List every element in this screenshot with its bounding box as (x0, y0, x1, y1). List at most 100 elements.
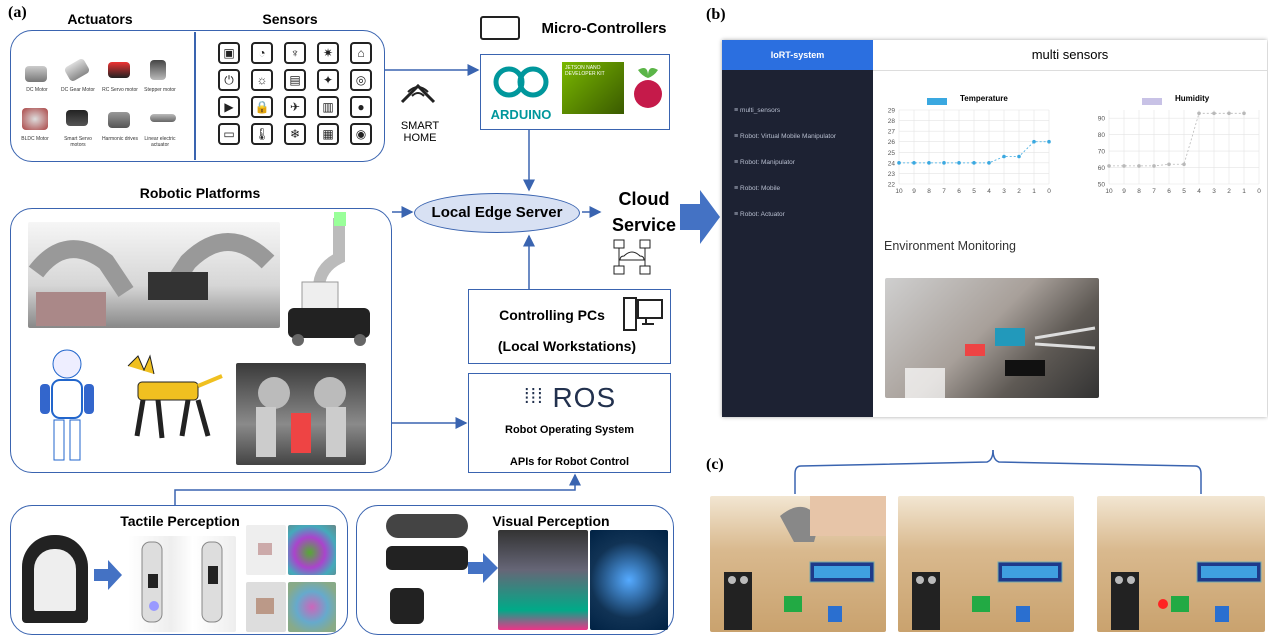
sidebar-item-multi-sensors[interactable]: multi_sensors (734, 107, 780, 114)
environment-monitoring-title: Environment Monitoring (884, 239, 1017, 253)
x-tick-label: 8 (1137, 188, 1141, 195)
data-point (972, 161, 976, 165)
tactile-object-photo (246, 525, 286, 575)
x-tick-label: 3 (1002, 188, 1006, 195)
actuator-label: Linear electric actuator (144, 136, 176, 148)
dashboard-brand[interactable]: IoRT-system (722, 40, 873, 70)
x-tick-label: 0 (1047, 188, 1051, 195)
y-tick-label: 90 (1098, 116, 1106, 123)
x-tick-label: 8 (927, 188, 931, 195)
y-tick-label: 25 (888, 150, 896, 157)
phone-sensor-icon: ▣ (218, 42, 240, 64)
edge-server-label: Local Edge Server (431, 204, 563, 221)
tactile-sensor-image (22, 535, 88, 623)
actuator-label: DC Gear Motor (61, 87, 95, 93)
dashboard-header: multi sensors (873, 40, 1267, 71)
x-tick-label: 1 (1242, 188, 1246, 195)
y-tick-label: 26 (888, 139, 896, 146)
smart-home-board-photo (1097, 496, 1265, 632)
small-camera-image (390, 588, 424, 624)
x-tick-label: 4 (1197, 188, 1201, 195)
mobile-robot-photo (284, 212, 374, 347)
data-point (1182, 162, 1186, 167)
data-point (1152, 164, 1156, 168)
pointcloud-photo (590, 530, 668, 630)
rc-servo-image (108, 62, 130, 78)
data-point (1212, 111, 1216, 116)
y-tick-label: 50 (1098, 182, 1106, 189)
visual-arrow (468, 553, 498, 588)
gas-sensor-icon: ◎ (350, 69, 372, 91)
bulb-sensor-icon: ☼ (251, 69, 273, 91)
raspberry-pi-logo (630, 62, 666, 114)
stereo-camera-image (386, 546, 468, 570)
snowflake-sensor-icon: ❄ (284, 123, 306, 145)
smart-home-board-photo (710, 496, 886, 632)
smart-servo-image (66, 110, 88, 126)
x-tick-label: 1 (1032, 188, 1036, 195)
data-point (1227, 111, 1231, 116)
y-tick-label: 70 (1098, 149, 1106, 156)
smoke-sensor-icon: ◉ (350, 123, 372, 145)
sidebar-item-actuator[interactable]: Robot: Actuator (734, 211, 785, 218)
dual-arm-robot-photo (236, 363, 366, 465)
tactile-finger-photos (128, 536, 236, 632)
data-point (1137, 164, 1141, 168)
chip-icon (480, 16, 520, 40)
sensors-title: Sensors (262, 11, 318, 27)
segmentation-photo (498, 530, 588, 630)
y-tick-label: 80 (1098, 132, 1106, 139)
temperature-chart-title: Temperature (960, 94, 1008, 103)
connector-lines (174, 64, 602, 505)
smart-home-board-photo (898, 496, 1074, 632)
tactile-image-1 (288, 525, 336, 575)
parking-sensor-icon: ▤ (284, 69, 306, 91)
sidebar-item-manipulator[interactable]: Robot: Manipulator (734, 159, 795, 166)
harmonic-drive-image (108, 112, 130, 128)
actuator-label: Harmonic drives (101, 136, 139, 142)
lock-sensor-icon: 🔒 (251, 96, 273, 118)
x-tick-label: 2 (1017, 188, 1021, 195)
micro-controllers-title: Micro-Controllers (541, 20, 667, 37)
bldc-motor-image (22, 108, 48, 130)
sidebar-item-virtual-mobile-manipulator[interactable]: Robot: Virtual Mobile Manipulator (734, 133, 836, 140)
data-point (1002, 154, 1006, 159)
data-point (1047, 139, 1051, 144)
y-tick-label: 28 (888, 118, 896, 125)
data-point (897, 161, 901, 165)
y-tick-label: 23 (888, 171, 896, 178)
data-point (987, 161, 991, 165)
network-icon (612, 238, 652, 278)
data-point (912, 161, 916, 165)
nao-robot-photo (36, 348, 98, 468)
x-tick-label: 7 (1152, 188, 1156, 195)
data-point (1107, 164, 1111, 168)
tactile-image-2 (288, 582, 336, 632)
panel-label-a: (a) (8, 4, 27, 21)
linear-actuator-image (150, 114, 176, 122)
data-point (942, 161, 946, 165)
workstation-icon (622, 296, 664, 334)
ros-description: Robot Operating System (505, 424, 634, 436)
x-tick-label: 10 (1105, 188, 1113, 195)
tactile-arrow (94, 560, 122, 595)
y-tick-label: 60 (1098, 165, 1106, 172)
sidebar-item-mobile[interactable]: Robot: Mobile (734, 185, 780, 192)
humidity-legend-swatch (1142, 98, 1162, 105)
y-tick-label: 29 (888, 108, 896, 115)
y-tick-label: 24 (888, 160, 896, 167)
x-tick-label: 7 (942, 188, 946, 195)
depth-camera-image (386, 514, 468, 538)
data-point (1032, 139, 1036, 144)
power-sensor-icon: ⏻ (218, 69, 240, 91)
ros-apis-label: APIs for Robot Control (509, 456, 630, 468)
edge-server-node (414, 193, 580, 233)
ros-box (468, 373, 671, 473)
tactile-perception-title: Tactile Perception (120, 513, 240, 529)
dc-motor-image (25, 66, 47, 82)
actuator-label: Stepper motor (144, 87, 176, 93)
jetson-board-image: JETSON NANO DEVELOPER KIT (562, 62, 624, 114)
